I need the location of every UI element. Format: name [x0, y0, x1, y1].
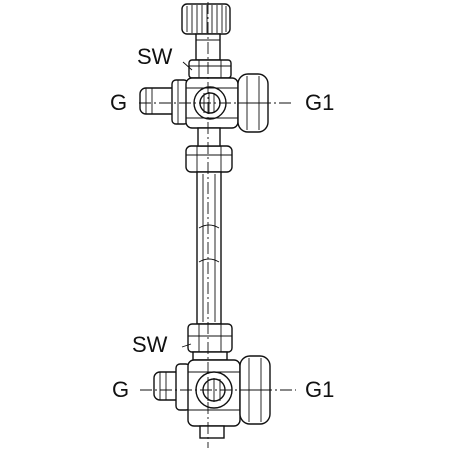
lower-g-label: G [112, 377, 130, 402]
upper-sw-label: SW [137, 44, 173, 69]
lower-sw-leader [181, 343, 192, 348]
upper-valve-body [139, 73, 269, 133]
lower-sw-label: SW [132, 332, 168, 357]
upper-g-label: G [110, 90, 128, 115]
upper-sw-nut [188, 59, 232, 79]
upper-sw-leader [182, 61, 193, 71]
connecting-pipe [196, 171, 222, 325]
upper-coupling [185, 127, 233, 173]
upper-g1-label: G1 [305, 90, 335, 115]
lower-valve-body [153, 355, 271, 439]
lower-sw-nut [187, 323, 233, 361]
lower-g1-label: G1 [305, 377, 335, 402]
top-knob [181, 3, 231, 35]
